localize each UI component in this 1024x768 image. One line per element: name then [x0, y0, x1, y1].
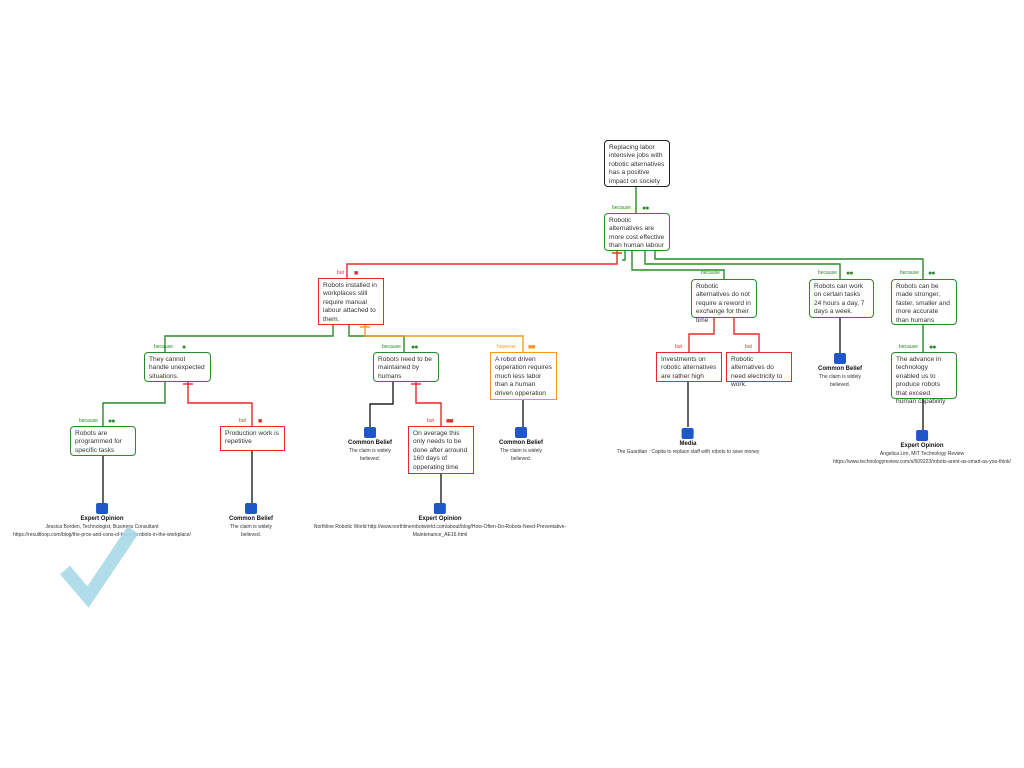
support-dots: ●●	[928, 270, 936, 277]
because-label: because	[79, 418, 98, 424]
expert-icon	[915, 430, 928, 441]
objection-repetitive[interactable]: Production work is repetitive	[220, 426, 285, 451]
however-label: however	[497, 344, 516, 350]
oppose-dots: ■	[354, 270, 358, 277]
support-dots: ●●	[411, 344, 419, 351]
because-label: because	[900, 270, 919, 276]
reason-stronger[interactable]: Robots can be made stronger, faster, sma…	[891, 279, 957, 325]
because-label: because	[382, 344, 401, 350]
expert-icon	[434, 503, 446, 514]
because-label: because	[612, 205, 631, 211]
but-label: but	[337, 270, 344, 276]
support-dots: ●●	[929, 344, 937, 351]
because-label: because	[154, 344, 173, 350]
expert-icon	[96, 503, 108, 514]
objection-electricity[interactable]: Robotic alternatives do need electricity…	[726, 352, 792, 388]
but-label: but	[239, 418, 246, 424]
reason-technology[interactable]: The advance in technology enabled us to …	[891, 352, 957, 405]
crowd-icon	[364, 427, 376, 438]
main-claim[interactable]: Replacing labor intensive jobs with robo…	[604, 140, 670, 187]
reason-no-reward[interactable]: Robotic alternatives do not require a re…	[691, 279, 757, 324]
objection-investments[interactable]: Investments on robotic alternatives are …	[656, 352, 722, 382]
reason-24-7[interactable]: Robots can work on certain tasks 24 hour…	[809, 279, 874, 318]
because-label: because	[899, 344, 918, 350]
but-label: but	[675, 344, 682, 350]
but-label: but	[745, 344, 752, 350]
however-less-labor[interactable]: A robot driven opperation requires much …	[490, 352, 557, 400]
because-label: because	[701, 270, 720, 276]
support-dots: ●●	[642, 205, 650, 212]
reason-programmed[interactable]: Robots are programmed for specific tasks	[70, 426, 136, 456]
crowd-icon	[245, 503, 257, 514]
accepted-check-icon	[60, 526, 139, 608]
because-label: because	[818, 270, 837, 276]
oppose-dots: ■■	[446, 418, 454, 425]
support-dots: ●●	[108, 418, 116, 425]
book-icon	[681, 428, 694, 439]
reason-cost-effective[interactable]: Robotic alternatives are more cost effec…	[604, 213, 670, 251]
crowd-icon	[834, 353, 846, 364]
however-dots: ■■	[528, 344, 536, 351]
support-dots: ●●	[846, 270, 854, 277]
oppose-dots: ■	[258, 418, 262, 425]
but-label: but	[427, 418, 434, 424]
crowd-icon	[515, 427, 527, 438]
support-dots: ●	[182, 344, 186, 351]
objection-manual-labour[interactable]: Robots installed in workplaces still req…	[318, 278, 384, 325]
reason-unexpected[interactable]: They cannot handle unexpected situations…	[144, 352, 211, 382]
objection-160-days[interactable]: On average this only needs to be done af…	[408, 426, 474, 474]
reason-maintained[interactable]: Robots need to be maintained by humans	[373, 352, 439, 382]
